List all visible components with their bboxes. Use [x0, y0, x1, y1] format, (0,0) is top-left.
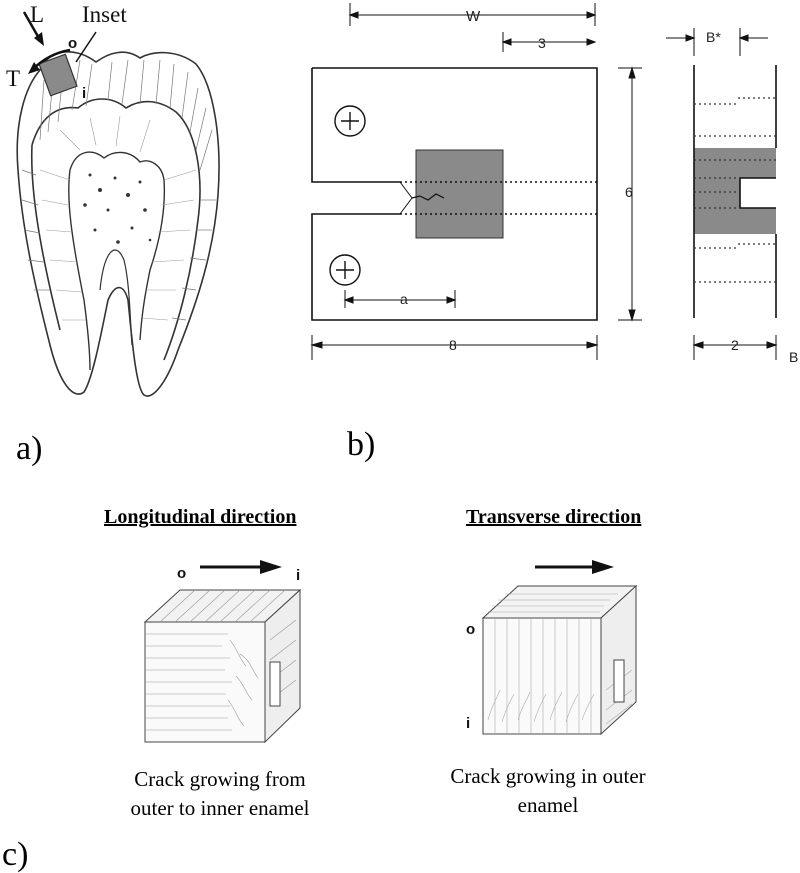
tooth-o-label: o [68, 35, 77, 52]
tooth-T-label: T [6, 66, 20, 91]
panel-label-a: a) [16, 430, 43, 467]
tooth-outline [16, 51, 220, 397]
trans-caption-line1: Crack growing in outer [450, 764, 646, 788]
inset-specimen [38, 53, 78, 97]
dim-B: B [789, 349, 798, 365]
tooth-i-label: i [82, 85, 86, 102]
dimension-lines [310, 3, 642, 360]
pulp-dots [83, 173, 152, 244]
transverse-cube [481, 584, 638, 736]
longitudinal-title: Longitudinal direction [104, 506, 297, 528]
dim-W: W [466, 8, 481, 25]
pin-hole-bottom [329, 254, 361, 286]
dentin-enamel-junction [30, 98, 201, 361]
specimen-outline [311, 67, 598, 321]
trans-caption-line2: enamel [517, 793, 579, 817]
tooth-L-label: L [30, 2, 44, 27]
L-arrow [22, 11, 42, 41]
long-caption-line1: Crack growing from [134, 767, 306, 791]
tooth-inset-label: Inset [82, 2, 127, 27]
notch-tip [399, 181, 413, 215]
longitudinal-arrowhead [260, 560, 282, 574]
long-caption-line2: outer to inner enamel [130, 796, 310, 820]
panel-label-b: b) [347, 426, 376, 463]
dim-6: 6 [625, 184, 633, 200]
crack-region-gray [415, 149, 504, 239]
trans-o-label: o [466, 621, 475, 638]
trans-cube-notch [613, 659, 625, 703]
crack-path [411, 193, 445, 201]
long-i-label: i [296, 567, 300, 584]
enamel-rod-texture [21, 59, 216, 321]
longitudinal-caption: Crack growing from outer to inner enamel [90, 765, 350, 823]
tooth-drawing [16, 51, 220, 397]
dim-3: 3 [538, 35, 546, 51]
dim-8: 8 [449, 337, 457, 353]
panel-label-c: c) [2, 836, 29, 873]
dim-a: a [400, 291, 408, 307]
T-arrowhead [28, 62, 40, 74]
dim-2: 2 [731, 337, 739, 353]
trans-i-label: i [466, 715, 470, 732]
long-cube-notch [269, 661, 281, 707]
transverse-arrowhead [592, 560, 614, 574]
longitudinal-cube [143, 588, 302, 744]
transverse-caption: Crack growing in outer enamel [418, 762, 678, 820]
specimen-side-view [666, 28, 778, 360]
L-arrowhead [34, 32, 44, 46]
long-o-label: o [177, 565, 186, 582]
dentin-tubule-texture [39, 115, 197, 321]
inset-pointer [75, 31, 97, 63]
pulp-chamber [68, 151, 166, 371]
pin-hole-top [334, 105, 366, 137]
side-slot [739, 177, 776, 209]
transverse-title: Transverse direction [466, 506, 642, 528]
dim-Bstar: B* [706, 29, 721, 45]
